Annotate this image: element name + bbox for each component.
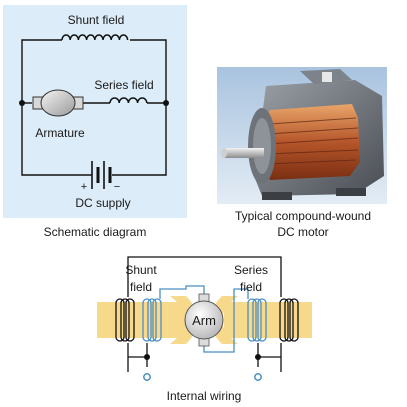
schematic-caption: Schematic diagram	[44, 225, 147, 239]
series-field-label-line1: Series	[234, 263, 268, 277]
photo-caption-line1: Typical compound-wound	[235, 209, 371, 223]
schematic-diagram: Shunt field Series field Armature + − DC…	[3, 5, 187, 218]
battery-symbol	[91, 161, 112, 189]
terminal-left	[143, 373, 151, 381]
junction-dot	[163, 100, 169, 106]
left-series-coil	[142, 298, 162, 342]
right-shunt-coil	[279, 298, 299, 342]
left-shunt-coil	[115, 298, 135, 342]
series-field-label: Series field	[94, 78, 153, 92]
junction-dot	[19, 100, 25, 106]
photo-caption-line2: DC motor	[277, 225, 328, 239]
internal-wiring-caption: Internal wiring	[167, 389, 242, 403]
shunt-field-label: Shunt field	[68, 13, 125, 27]
right-series-coil	[247, 298, 267, 342]
armature-symbol	[32, 89, 84, 117]
left-pole-band	[97, 302, 185, 338]
shunt-field-coil	[61, 34, 129, 41]
junction-dot	[144, 354, 150, 360]
shunt-field-label-line1: Shunt	[125, 263, 157, 277]
armature-label-internal: Arm	[192, 313, 216, 328]
minus-sign: −	[114, 181, 120, 193]
shunt-field-label-line2: field	[130, 280, 152, 294]
junction-dot	[255, 354, 261, 360]
motor-photo	[217, 67, 387, 204]
armature	[184, 293, 224, 347]
terminal-right	[254, 373, 262, 381]
plus-sign: +	[81, 181, 87, 193]
series-field-label-line2: field	[240, 280, 262, 294]
right-pole-band	[224, 302, 312, 338]
series-wiring	[159, 285, 249, 353]
internal-wiring-diagram: Arm Shunt field Series field	[97, 256, 312, 381]
armature-label: Armature	[35, 126, 85, 140]
series-field-coil	[109, 97, 148, 104]
dc-supply-label: DC supply	[75, 196, 130, 210]
